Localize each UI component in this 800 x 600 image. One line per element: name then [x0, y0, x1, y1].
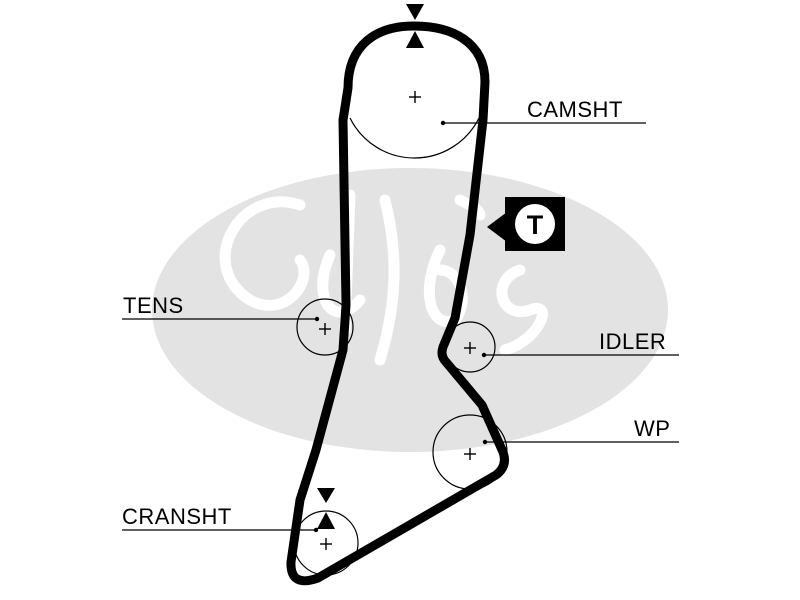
tensioner-center-mark: [319, 323, 331, 335]
tensioner-pulley: [296, 298, 354, 356]
watermark-ellipse: [152, 168, 668, 452]
idler-leader: [481, 352, 679, 358]
camshaft-leader: [440, 120, 646, 126]
idler-label: IDLER: [599, 329, 666, 354]
water-pump-label: WP: [634, 416, 670, 441]
idler-center-mark: [464, 342, 476, 354]
camshaft-pulley-lower-arc: [349, 117, 480, 159]
water-pump-center-mark: [464, 448, 476, 460]
camshaft-timing-mark-icon: [406, 4, 424, 48]
gates-watermark-logo: [152, 168, 668, 452]
tensioner-label: TENS: [123, 293, 184, 318]
tensioner-leader: [122, 316, 320, 322]
tensioner-badge-letter: T: [527, 210, 544, 240]
camshaft-center-mark: [409, 91, 421, 103]
tensioner-badge-icon: T: [487, 197, 565, 251]
timing-belt: [286, 21, 509, 586]
camshaft-label: CAMSHT: [527, 97, 623, 122]
crankshaft-center-mark: [320, 538, 332, 550]
crankshaft-timing-mark-icon: [317, 488, 335, 529]
crankshaft-label: CRANSHT: [122, 504, 232, 529]
water-pump-leader: [482, 439, 679, 445]
